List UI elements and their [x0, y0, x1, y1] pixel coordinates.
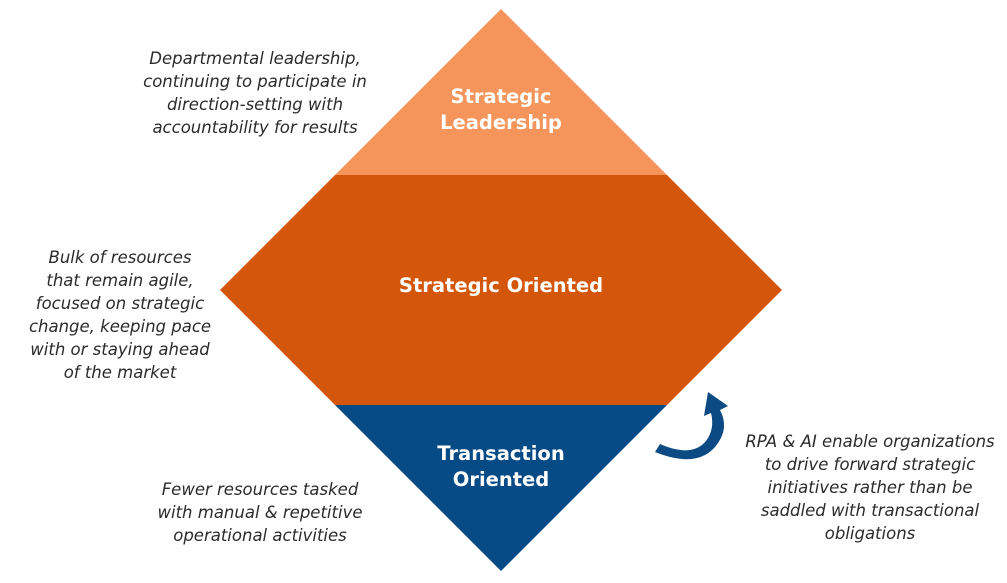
- segment-label-middle: Strategic Oriented: [399, 274, 603, 297]
- note-middle-left: Bulk of resources that remain agile, foc…: [28, 248, 212, 382]
- note-top-left: Departmental leadership, continuing to p…: [143, 49, 367, 137]
- segment-strategic-oriented: [220, 175, 782, 405]
- segment-label-bottom-line2: Oriented: [453, 468, 550, 491]
- segment-label-bottom-line1: Transaction: [437, 442, 564, 465]
- segment-transaction-oriented: [335, 405, 667, 571]
- note-bottom-left: Fewer resources tasked with manual & rep…: [157, 480, 363, 545]
- segment-label-top-line1: Strategic: [451, 85, 552, 108]
- segment-strategic-leadership: [335, 9, 667, 175]
- segment-label-top-line2: Leadership: [440, 111, 562, 134]
- note-bottom-right: RPA & AI enable organizations to drive f…: [745, 432, 995, 543]
- curved-arrow-icon: [655, 392, 728, 460]
